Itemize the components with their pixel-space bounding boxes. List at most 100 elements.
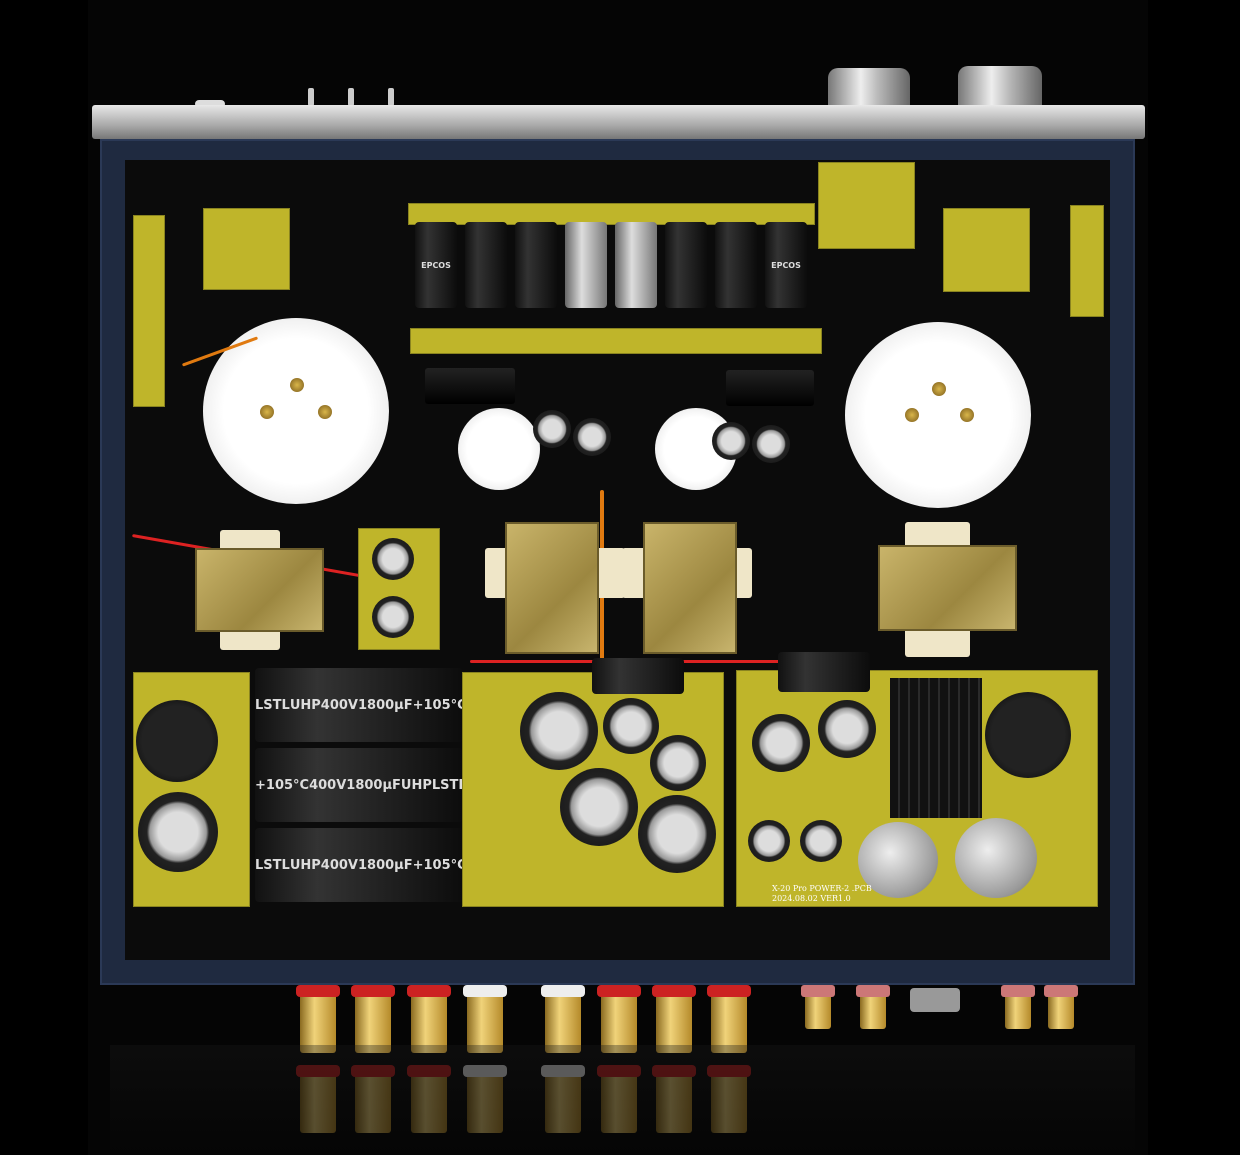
capacitor-brand: LSTL (431, 777, 467, 793)
capacitor-series: UHP (400, 777, 432, 793)
speaker-terminal (652, 985, 696, 1053)
filter-capacitor (638, 795, 716, 873)
filter-capacitor (136, 700, 218, 782)
filter-capacitor (520, 692, 598, 770)
speaker-terminal (707, 985, 751, 1053)
electrolytic-capacitor (372, 538, 414, 580)
coupling-capacitor: EPCOS (415, 222, 457, 308)
film-capacitor (425, 368, 515, 404)
socket-pin (905, 408, 919, 422)
side-board (133, 215, 165, 407)
tag-strip-board (408, 203, 815, 225)
capacitor-series: UHP (289, 697, 321, 713)
electrolytic-capacitor (372, 596, 414, 638)
coupling-capacitor (515, 222, 557, 308)
speaker-terminal (463, 985, 507, 1053)
coupling-capacitor (465, 222, 507, 308)
terminal-reflection (597, 1065, 641, 1133)
capacitor-rating: 400V1800µF (320, 697, 413, 713)
terminal-reflection (296, 1065, 340, 1133)
filter-capacitor (985, 692, 1071, 778)
socket-pin (960, 408, 974, 422)
capacitor-brand: EPCOS (421, 260, 451, 270)
tube-socket-board (943, 208, 1030, 292)
capacitor-temp: +105°C (412, 697, 467, 713)
tube-socket-board (203, 208, 290, 290)
toggle-switch (348, 88, 354, 106)
capacitor-series: UHP (289, 857, 321, 873)
electrolytic-capacitor (800, 820, 842, 862)
output-transformer-left (195, 548, 324, 632)
electrolytic-capacitor (712, 422, 750, 460)
power-tube-socket-right (845, 322, 1031, 508)
power-tube-socket-left (203, 318, 389, 504)
rca-input-jack (1001, 985, 1035, 1029)
electrolytic-capacitor (748, 820, 790, 862)
pcb-version-text: 2024.08.02 VER1.0 (772, 894, 851, 903)
speaker-terminal (541, 985, 585, 1053)
rca-input-jack (1044, 985, 1078, 1029)
output-transformer-right (878, 545, 1017, 631)
choke-can (858, 822, 938, 898)
coupling-capacitor (565, 222, 607, 308)
selector-knob (958, 66, 1042, 108)
filter-capacitor (603, 698, 659, 754)
terminal-reflection (407, 1065, 451, 1133)
socket-pin (932, 382, 946, 396)
filter-capacitor (752, 714, 810, 772)
filter-capacitor: +105°C 400V1800µF UHP LSTL (255, 748, 467, 822)
speaker-terminal (296, 985, 340, 1053)
socket-pin (290, 378, 304, 392)
xlr-connector (910, 988, 960, 1012)
interstage-transformer (643, 522, 737, 654)
capacitor-temp: +105°C (255, 777, 310, 793)
side-board (1070, 205, 1104, 317)
terminal-reflection (707, 1065, 751, 1133)
coupling-capacitor (615, 222, 657, 308)
capacitor-temp: +105°C (412, 857, 467, 873)
rca-input-jack (801, 985, 835, 1029)
filter-capacitor (138, 792, 218, 872)
coupling-capacitor (665, 222, 707, 308)
choke-transformer (505, 522, 599, 654)
coupling-capacitor: EPCOS (765, 222, 807, 308)
coupling-capacitor-row: EPCOS EPCOS (415, 222, 810, 308)
filter-capacitor (650, 735, 706, 791)
pcb-model-text: X-20 Pro POWER-2 .PCB (772, 884, 872, 893)
film-capacitor (726, 370, 814, 406)
speaker-terminal (351, 985, 395, 1053)
socket-pin (318, 405, 332, 419)
choke-can (955, 818, 1037, 898)
filter-capacitor (778, 652, 870, 692)
capacitor-brand: EPCOS (771, 260, 801, 270)
filter-capacitor (592, 658, 684, 694)
pcb-label: X-20 Pro POWER-2 .PCB 2024.08.02 VER1.0 (772, 884, 872, 904)
socket-pin (260, 405, 274, 419)
filter-capacitor-bank: LSTL UHP 400V1800µF +105°C +105°C 400V18… (255, 668, 467, 908)
filter-capacitor: LSTL UHP 400V1800µF +105°C (255, 828, 467, 902)
volume-knob (828, 68, 910, 108)
terminal-reflection (541, 1065, 585, 1133)
filter-capacitor (818, 700, 876, 758)
coupling-capacitor (715, 222, 757, 308)
capacitor-rating: 400V1800µF (309, 777, 401, 793)
rca-input-jack (856, 985, 890, 1029)
terminal-reflection (652, 1065, 696, 1133)
terminal-reflection (463, 1065, 507, 1133)
reflection-surface (110, 1045, 1135, 1155)
electrolytic-capacitor (573, 418, 611, 456)
capacitor-brand: LSTL (255, 697, 290, 713)
terminal-reflection (351, 1065, 395, 1133)
electrolytic-capacitor (533, 410, 571, 448)
driver-tube-socket (458, 408, 540, 490)
front-faceplate (92, 105, 1145, 139)
toggle-switch (308, 88, 314, 106)
small-board (818, 162, 915, 249)
filter-capacitor: LSTL UHP 400V1800µF +105°C (255, 668, 467, 742)
filter-capacitor (560, 768, 638, 846)
tag-strip-board (410, 328, 822, 354)
electrolytic-capacitor (752, 425, 790, 463)
speaker-terminal (597, 985, 641, 1053)
speaker-terminal (407, 985, 451, 1053)
toggle-switch (388, 88, 394, 106)
